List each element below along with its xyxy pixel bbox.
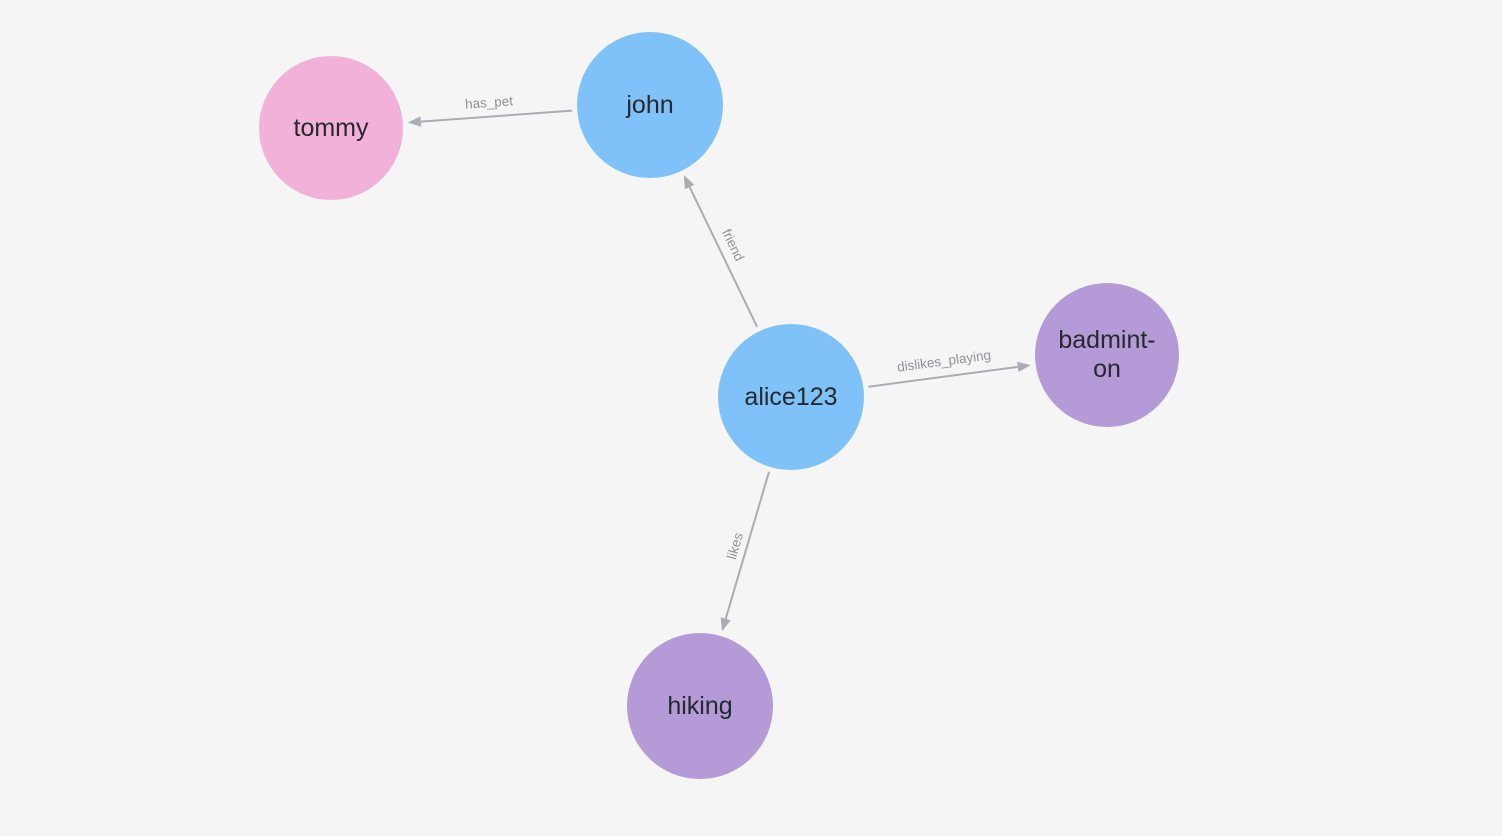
node-label-alice123: alice123 (744, 382, 838, 411)
edge-john-tommy[interactable]: has_pet (407, 93, 573, 127)
node-label-hiking: hiking (667, 691, 733, 720)
edge-label-dislikes-playing[interactable]: dislikes_playing (896, 347, 992, 374)
edge-label-has-pet[interactable]: has_pet (465, 93, 514, 111)
arrowhead (683, 175, 695, 190)
node-alice123[interactable]: alice123 (718, 324, 864, 470)
node-hiking[interactable]: hiking (627, 633, 773, 779)
edge-alice-badminton[interactable]: dislikes_playing (868, 347, 1031, 388)
edge-line (420, 109, 573, 123)
edge-label-likes[interactable]: likes (724, 531, 746, 561)
edge-alice-john[interactable]: friend (683, 175, 759, 328)
edge-line (724, 471, 770, 619)
edge-line (688, 186, 759, 328)
edge-line (868, 365, 1018, 388)
node-john[interactable]: john (577, 32, 723, 178)
node-label-tommy: tommy (293, 113, 369, 142)
arrowhead (1017, 361, 1031, 372)
arrowhead (407, 116, 422, 127)
node-badminton[interactable]: badmint- on (1035, 283, 1179, 427)
node-label-john: john (626, 90, 674, 119)
arrowhead (720, 617, 731, 632)
node-tommy[interactable]: tommy (259, 56, 403, 200)
edge-alice-hiking[interactable]: likes (720, 471, 770, 632)
node-label-badminton: badmint- on (1058, 326, 1156, 383)
